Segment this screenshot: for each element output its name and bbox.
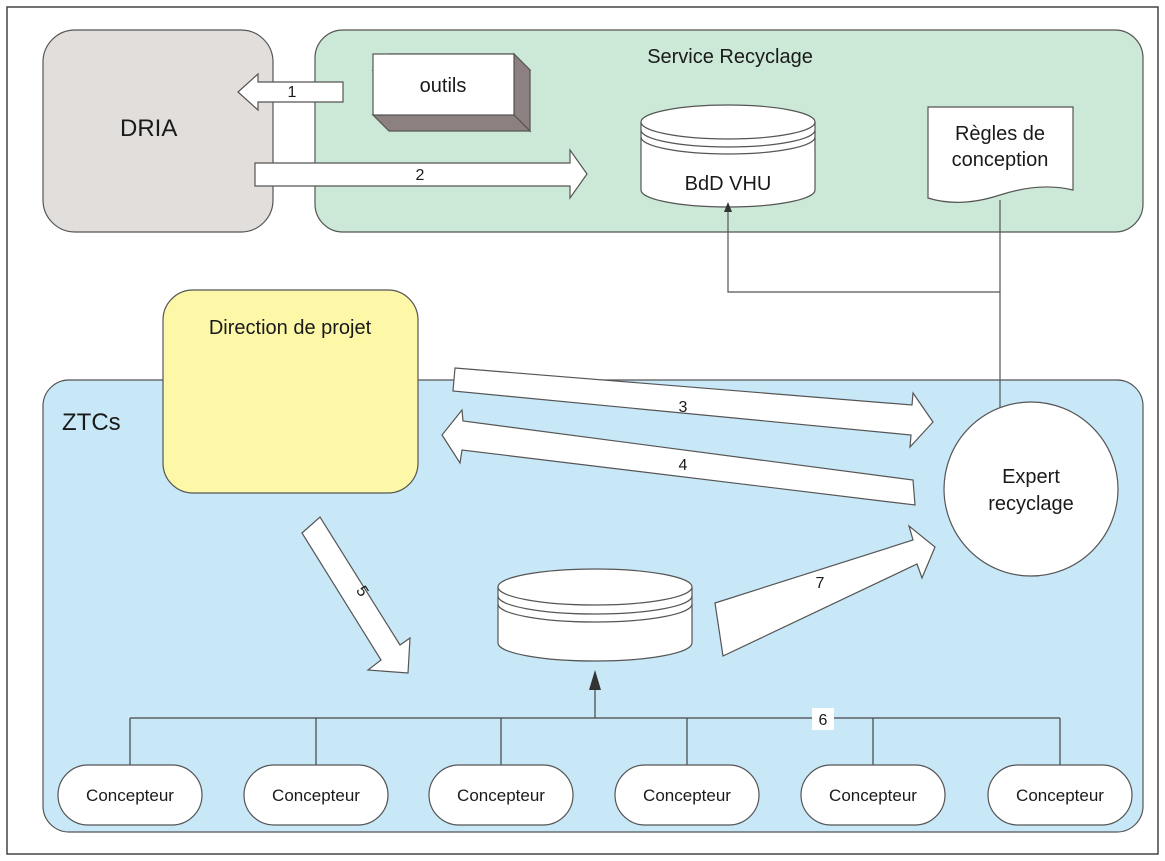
concepteur-label: Concepteur <box>829 786 917 805</box>
regles-conception-document <box>927 106 1074 203</box>
concepteur-node <box>800 764 946 826</box>
flow-label-6: 6 <box>819 712 828 729</box>
concepteur-label: Concepteur <box>643 786 731 805</box>
flow-label-1: 1 <box>288 84 297 101</box>
regles-label-line1: Règles de <box>955 123 1045 145</box>
concepteur-bus <box>129 682 1061 770</box>
outils-label: outils <box>420 75 467 97</box>
dria-label: DRIA <box>120 115 177 142</box>
flow-arrow-5 <box>301 516 411 674</box>
concepteur-node <box>987 764 1133 826</box>
ztc-database <box>497 568 693 662</box>
flow-label-7: 7 <box>816 575 825 592</box>
concepteur-node <box>57 764 203 826</box>
service-recyclage-label: Service Recyclage <box>647 46 813 68</box>
flow-arrow-3 <box>452 367 934 449</box>
connector-arrowhead-bdd <box>724 202 732 212</box>
bdd-vhu-label: BdD VHU <box>685 173 772 195</box>
direction-projet-box <box>162 289 419 494</box>
flow-label-2: 2 <box>416 167 425 184</box>
regles-label-line2: conception <box>952 149 1049 171</box>
expert-recyclage-node <box>943 401 1119 577</box>
expert-label-line1: Expert <box>1002 466 1060 488</box>
connector-expert-to-bdd <box>727 200 1001 293</box>
flow-arrow-2 <box>254 148 588 200</box>
bus-arrowhead <box>589 670 601 690</box>
expert-label-line2: recyclage <box>988 493 1074 515</box>
flow-arrow-1 <box>237 72 344 112</box>
concepteur-node <box>243 764 389 826</box>
concepteur-label: Concepteur <box>86 786 174 805</box>
concepteur-label: Concepteur <box>1016 786 1104 805</box>
flow-arrow-4 <box>441 408 916 506</box>
flow-label-6-bg <box>812 708 834 730</box>
flow-label-3: 3 <box>679 399 688 416</box>
concepteur-node <box>428 764 574 826</box>
flow-arrow-7 <box>714 524 936 657</box>
concepteur-label: Concepteur <box>272 786 360 805</box>
ztcs-label: ZTCs <box>62 409 121 436</box>
dria-region <box>42 29 274 233</box>
concepteur-label: Concepteur <box>457 786 545 805</box>
outils-box <box>371 52 532 133</box>
direction-projet-label: Direction de projet <box>209 317 372 339</box>
bdd-vhu-database <box>640 104 816 208</box>
flow-label-4: 4 <box>679 457 688 474</box>
concepteur-node <box>614 764 760 826</box>
